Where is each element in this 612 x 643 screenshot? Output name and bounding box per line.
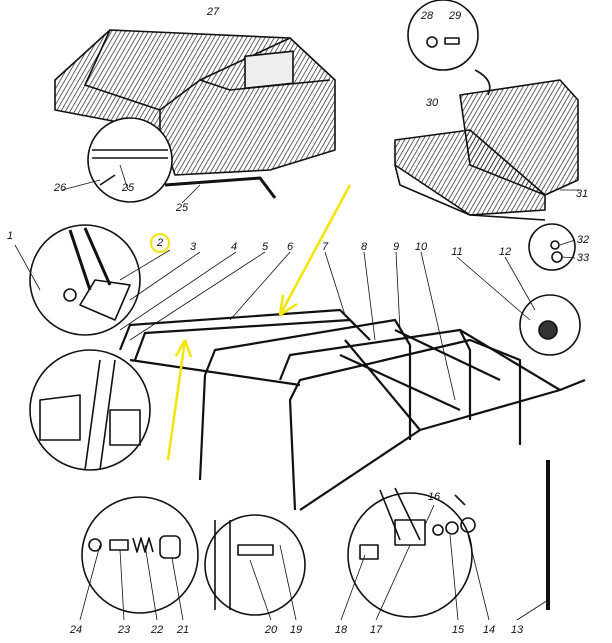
part-label-33: 33	[576, 252, 590, 264]
part-label-26: 26	[53, 182, 67, 194]
part-label-6: 6	[286, 241, 294, 253]
part-label-1: 1	[6, 230, 14, 242]
part-label-3: 3	[189, 241, 197, 253]
part-label-27: 27	[206, 6, 220, 18]
part-label-12: 12	[498, 246, 512, 258]
part-label-13: 13	[510, 624, 524, 636]
part-label-25-lower: 25	[175, 202, 189, 214]
inset-detail-1-3	[29, 224, 141, 336]
part-label-15: 15	[451, 624, 465, 636]
part-label-28: 28	[420, 10, 434, 22]
part-label-5: 5	[261, 241, 269, 253]
part-label-19: 19	[289, 624, 303, 636]
part-label-14: 14	[482, 624, 496, 636]
inset-detail-28-29	[407, 0, 479, 71]
part-label-21: 21	[176, 624, 190, 636]
seat-part-30-31	[394, 79, 579, 221]
part-label-31: 31	[575, 188, 589, 200]
part-label-29: 29	[448, 10, 462, 22]
part-label-24: 24	[69, 624, 83, 636]
part-label-18: 18	[334, 624, 348, 636]
part-label-32: 32	[576, 234, 590, 246]
part-label-22: 22	[150, 624, 164, 636]
part-label-20: 20	[264, 624, 278, 636]
inset-detail-14-18	[347, 492, 473, 618]
highlight-arrows	[166, 184, 352, 461]
part-label-4: 4	[230, 241, 238, 253]
part-label-23: 23	[117, 624, 131, 636]
part-label-8: 8	[360, 241, 368, 253]
inset-detail-19-20	[204, 514, 306, 616]
inset-detail-21-24	[81, 496, 199, 614]
part-label-9: 9	[392, 241, 400, 253]
canopy-part-27	[54, 29, 336, 176]
part-label-16: 16	[427, 491, 441, 503]
part-label-25: 25	[121, 182, 135, 194]
part-label-17: 17	[369, 624, 383, 636]
top-frame-bows	[118, 308, 586, 511]
part-label-7: 7	[321, 241, 329, 253]
part-label-30: 30	[425, 97, 439, 109]
part-label-10: 10	[414, 241, 428, 253]
part-label-2-highlighted: 2	[150, 233, 170, 253]
part-label-11: 11	[451, 246, 463, 258]
inset-detail-25-26	[87, 117, 173, 203]
